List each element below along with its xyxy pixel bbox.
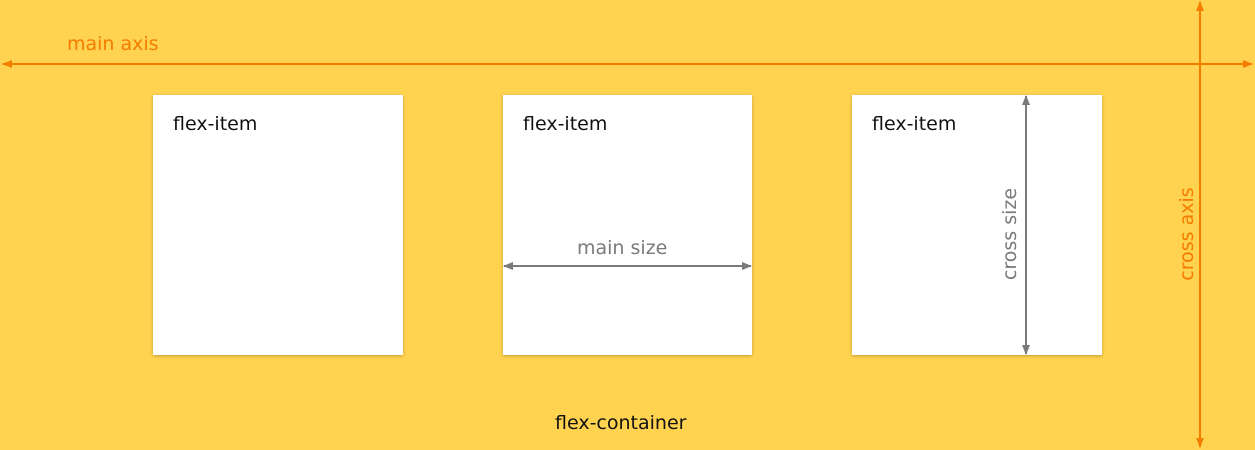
flex-item-label: flex-item (872, 113, 957, 135)
main-size-label: main size (577, 237, 668, 259)
flex-item-1: flex-item (153, 95, 403, 355)
main-axis-label: main axis (67, 33, 159, 55)
flex-item-label: flex-item (173, 113, 258, 135)
flex-container-label: flex-container (555, 412, 687, 434)
cross-size-label: cross size (999, 187, 1021, 281)
flex-item-label: flex-item (523, 113, 608, 135)
flex-item-3: flex-item (852, 95, 1102, 355)
flex-item-2: flex-item (503, 95, 752, 355)
cross-axis-label: cross axis (1176, 187, 1198, 281)
